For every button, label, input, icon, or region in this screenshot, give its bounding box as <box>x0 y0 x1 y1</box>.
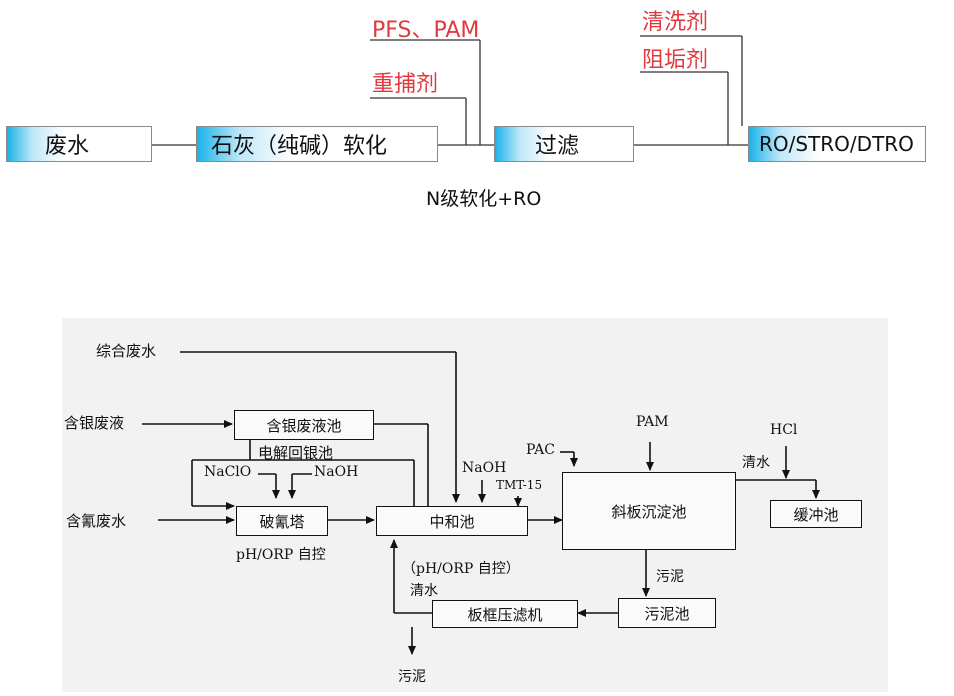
chem-naclo: NaClO <box>204 464 252 480</box>
chem-pam: PAM <box>636 414 669 430</box>
step-wastewater-label: 废水 <box>45 134 90 159</box>
box-cyanide-tower: 破氰塔 <box>236 506 328 536</box>
step-filtration-label: 过滤 <box>535 134 580 159</box>
box-neutralization: 中和池 <box>376 506 528 536</box>
top-diagram-caption: N级软化+RO <box>426 188 542 210</box>
chem-pac: PAC <box>526 442 555 458</box>
step-ro: RO/STRO/DTRO <box>748 126 926 162</box>
top-diagram-lines <box>152 35 748 146</box>
note-ph-orp-paren: （pH/ORP 自控） <box>402 561 520 577</box>
note-ph-orp: pH/ORP 自控 <box>236 547 326 563</box>
chem-tmt15: TMT-15 <box>496 478 543 492</box>
chem-hcl: HCl <box>770 422 798 438</box>
chem-naoh-neutral: NaOH <box>462 460 507 476</box>
additive-pfs-pam: PFS、PAM <box>372 18 480 43</box>
note-sludge-out: 污泥 <box>398 669 426 685</box>
additive-heavy-metal-capture: 重捕剂 <box>372 72 439 97</box>
box-buffer-pool: 缓冲池 <box>770 500 862 528</box>
input-composite-wastewater: 综合废水 <box>96 342 157 360</box>
additive-antiscalant: 阻垢剂 <box>642 48 709 73</box>
additive-cleaning-agent: 清洗剂 <box>642 10 709 35</box>
step-filtration: 过滤 <box>494 126 634 162</box>
step-lime-softening-label: 石灰（纯碱）软化 <box>211 134 388 159</box>
box-sludge-pool: 污泥池 <box>618 598 716 628</box>
box-filter-press: 板框压滤机 <box>432 600 578 628</box>
wastewater-flow-diagram: 综合废水 含银废液 含氰废水 含银废液池 电解回银池 破氰塔 中和池 斜板沉淀池… <box>62 318 888 692</box>
chem-naoh-tower: NaOH <box>314 464 359 480</box>
label-electrolysis-pool: 电解回银池 <box>258 444 334 462</box>
step-wastewater: 废水 <box>6 126 152 162</box>
flow-diagram-lines <box>142 351 820 655</box>
note-clear-water-out: 清水 <box>742 455 770 471</box>
step-lime-softening: 石灰（纯碱）软化 <box>196 126 438 162</box>
step-ro-label: RO/STRO/DTRO <box>759 132 914 156</box>
input-silver-wastewater: 含银废液 <box>64 414 125 432</box>
input-cyanide-wastewater: 含氰废水 <box>66 512 127 530</box>
box-silver-pool: 含银废液池 <box>234 410 374 440</box>
note-clear-water-return: 清水 <box>410 583 438 599</box>
box-sedimentation: 斜板沉淀池 <box>562 472 736 550</box>
note-sludge-down: 污泥 <box>656 569 684 585</box>
